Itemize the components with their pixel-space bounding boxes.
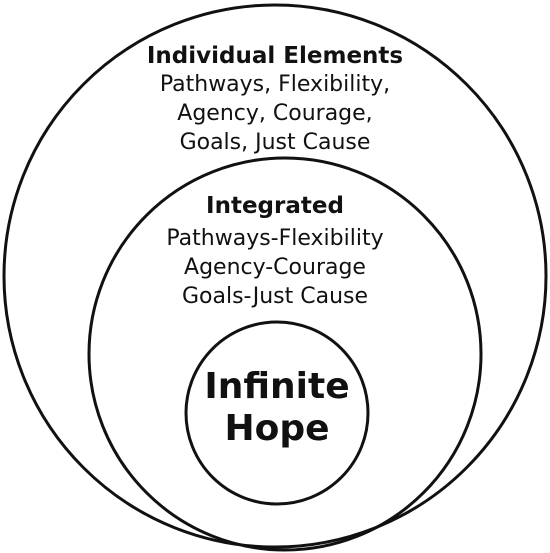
core-line-1: Infinite — [204, 366, 350, 407]
middle-title: Integrated — [206, 193, 344, 219]
middle-line-1: Pathways-Flexibility — [166, 226, 384, 251]
outer-line-3: Goals, Just Cause — [179, 130, 371, 155]
middle-line-2: Agency-Courage — [184, 255, 366, 280]
middle-line-3: Goals-Just Cause — [181, 284, 369, 309]
outer-title: Individual Elements — [146, 43, 404, 69]
core-line-2: Hope — [224, 408, 330, 449]
inner-circle — [184, 320, 370, 506]
outer-line-2: Agency, Courage, — [177, 101, 373, 126]
outer-line-1: Pathways, Flexibility, — [159, 72, 391, 97]
outer-circle — [2, 3, 548, 549]
middle-circle — [87, 156, 483, 552]
